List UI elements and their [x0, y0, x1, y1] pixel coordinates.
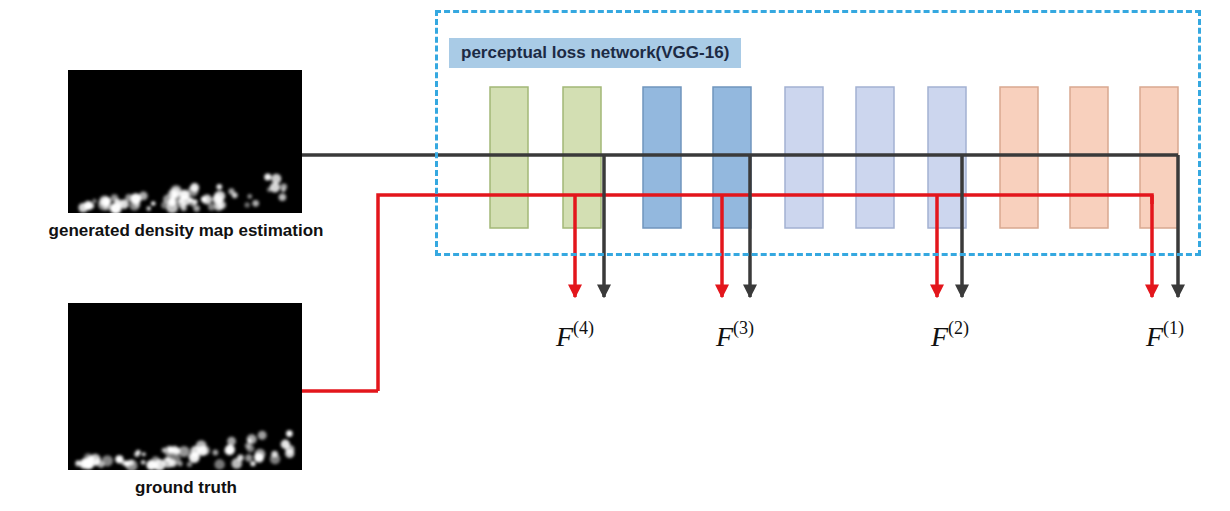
- feature-arrow: [1176, 155, 1180, 297]
- feature-label: F(4): [556, 318, 594, 353]
- conv-layer: [643, 87, 681, 228]
- estimate-wire: [302, 153, 1178, 157]
- feature-label: F(1): [1146, 318, 1184, 353]
- conv-layer: [1140, 87, 1178, 228]
- ground-truth-wire: [302, 389, 378, 393]
- feature-arrow: [602, 155, 606, 297]
- feature-arrow: [573, 195, 577, 297]
- conv-layer: [713, 87, 751, 228]
- conv-layer: [1070, 87, 1108, 228]
- density-map: [0, 70, 372, 213]
- layer-bars: [490, 87, 1178, 228]
- conv-layer: [785, 87, 823, 228]
- ground-truth-image: ground truth: [0, 303, 372, 498]
- conv-layer: [1000, 87, 1038, 228]
- feature-label: F(2): [931, 318, 969, 353]
- image-caption: ground truth: [0, 478, 372, 498]
- feature-arrow: [960, 155, 964, 297]
- network-title: perceptual loss network(VGG-16): [449, 38, 741, 68]
- feature-arrow: [748, 155, 752, 297]
- density-map-image: generated density map estimation: [0, 70, 372, 241]
- conv-layer: [490, 87, 528, 228]
- image-caption: generated density map estimation: [0, 221, 372, 241]
- conv-layer: [563, 87, 601, 228]
- network-frame: perceptual loss network(VGG-16): [435, 10, 1201, 256]
- feature-label: F(3): [716, 318, 754, 353]
- density-map: [0, 303, 372, 470]
- feature-arrow: [935, 195, 939, 297]
- conv-layer: [856, 87, 894, 228]
- feature-arrow: [1150, 195, 1154, 297]
- ground-truth-wire: [378, 195, 1152, 391]
- feature-arrow: [720, 195, 724, 297]
